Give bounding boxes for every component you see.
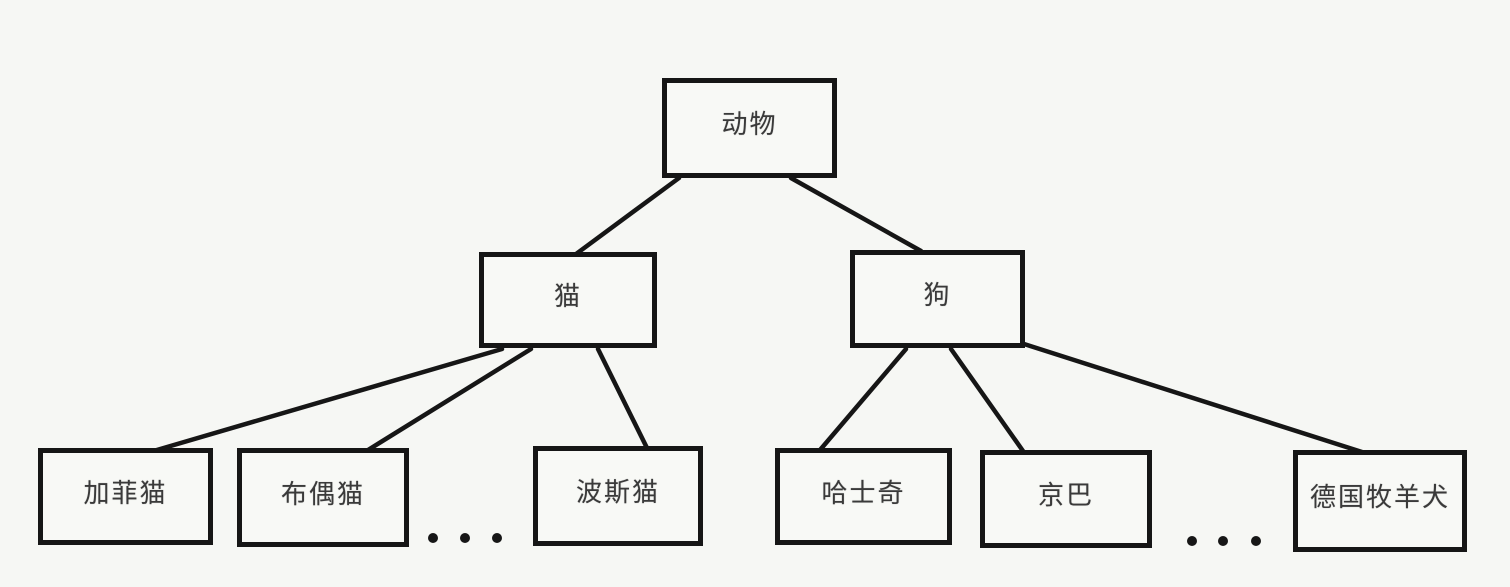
node-pekingese-label: 京巴 [1037, 481, 1094, 511]
edge-dog-pekingese [948, 346, 1026, 454]
node-husky: 哈士奇 [775, 448, 952, 545]
node-ragdoll-cat: 布偶猫 [237, 448, 409, 547]
node-pekingese: 京巴 [980, 450, 1152, 548]
node-german-shepherd-label: 德国牧羊犬 [1309, 483, 1450, 513]
edge-animal-dog [788, 175, 924, 254]
node-persian-cat: 波斯猫 [533, 446, 703, 546]
ellipsis-dots-cat-branch [428, 533, 502, 543]
edge-animal-cat [573, 175, 682, 257]
node-persian-cat-label: 波斯猫 [575, 478, 660, 508]
node-cat-label: 猫 [553, 282, 582, 312]
edge-cat-garfield [147, 346, 505, 455]
node-dog: 狗 [850, 250, 1025, 348]
node-dog-label: 狗 [923, 281, 952, 311]
ellipsis-dots-dog-branch [1187, 536, 1261, 546]
node-ragdoll-cat-label: 布偶猫 [280, 479, 365, 510]
node-german-shepherd: 德国牧羊犬 [1293, 450, 1467, 552]
node-animal: 动物 [662, 78, 837, 178]
edge-dog-husky [817, 346, 909, 453]
node-garfield-cat: 加菲猫 [38, 448, 213, 545]
edge-cat-persian [595, 346, 650, 451]
node-garfield-cat-label: 加菲猫 [83, 478, 168, 509]
edge-dog-german [1021, 341, 1365, 455]
node-husky-label: 哈士奇 [821, 478, 906, 509]
node-cat: 猫 [479, 252, 657, 348]
edge-cat-ragdoll [365, 346, 534, 453]
node-animal-label: 动物 [721, 110, 778, 140]
